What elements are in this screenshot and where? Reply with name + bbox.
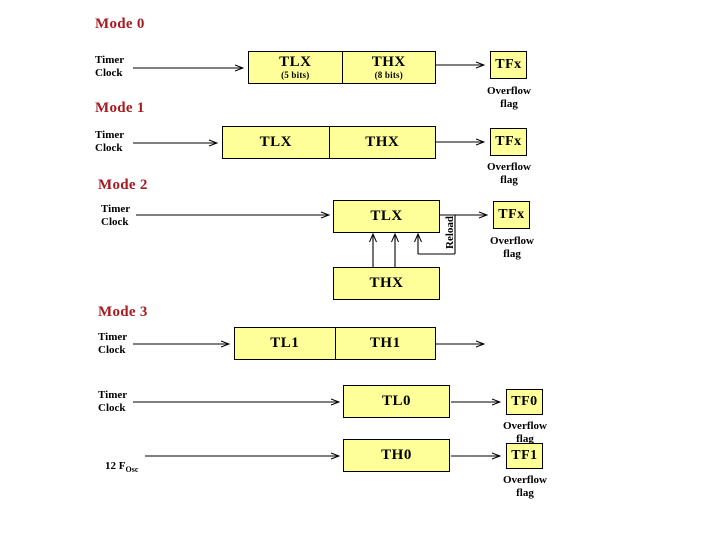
- mode-1-clock-label: Timer Clock: [95, 129, 125, 154]
- mode-1-register-pair: TLX THX: [222, 126, 436, 159]
- mode-0-register-thx-name: THX: [371, 53, 406, 70]
- mode-0-heading: Mode 0: [95, 16, 145, 32]
- mode-3-overflow-flag-tf0-name: TF0: [511, 393, 538, 409]
- mode-3-register-th0-name: TH0: [381, 446, 412, 463]
- mode-3-overflow-flag-tf1-name: TF1: [511, 447, 538, 463]
- mode-1-register-thx: THX: [328, 127, 436, 158]
- mode-0-clock-label: Timer Clock: [95, 54, 125, 79]
- mode-3-register-tl0-box: TL0: [343, 385, 450, 418]
- mode-2-register-tlx-box: TLX: [333, 200, 440, 233]
- mode-2-reload-label: Reload: [444, 216, 456, 249]
- mode-3-row-3-clock-main: 12 F: [105, 459, 126, 472]
- mode-0-register-thx-bits: (8 bits): [374, 69, 403, 80]
- mode-3-register-th0-box: TH0: [343, 439, 450, 472]
- mode-0-overflow-flag-name: TFx: [495, 56, 522, 72]
- mode-0-register-tlx: TLX (5 bits): [249, 52, 342, 83]
- mode-2-register-thx-name: THX: [369, 274, 404, 291]
- mode-0-register-tlx-bits: (5 bits): [281, 69, 310, 80]
- mode-1-overflow-flag-name: TFx: [495, 133, 522, 149]
- mode-3-row-3-clock-label: 12 FOsc: [105, 447, 138, 474]
- mode-3-register-th1: TH1: [334, 328, 436, 359]
- mode-3-row-3-clock-subscript: Osc: [125, 464, 139, 474]
- mode-0-overflow-flag-caption: Overflow flag: [487, 85, 531, 110]
- mode-0-register-thx: THX (8 bits): [341, 52, 436, 83]
- mode-1-overflow-flag-box: TFx: [490, 128, 527, 156]
- mode-1-heading: Mode 1: [95, 100, 145, 116]
- mode-3-row-2-clock-label: Timer Clock: [98, 389, 128, 414]
- mode-1-register-thx-name: THX: [365, 133, 400, 150]
- mode-3-overflow-flag-tf0-box: TF0: [506, 389, 543, 415]
- mode-2-register-thx-box: THX: [333, 267, 440, 300]
- mode-3-row-1-register-pair: TL1 TH1: [234, 327, 436, 360]
- mode-1-register-tlx-name: TLX: [259, 133, 292, 150]
- mode-1-overflow-flag-caption: Overflow flag: [487, 161, 531, 186]
- mode-3-register-tl0-name: TL0: [381, 392, 411, 409]
- mode-1-register-tlx: TLX: [223, 127, 329, 158]
- mode-0-register-pair: TLX (5 bits) THX (8 bits): [248, 51, 436, 84]
- mode-3-overflow-flag-tf0-caption: Overflow flag: [503, 420, 547, 445]
- mode-2-overflow-flag-box: TFx: [493, 201, 530, 229]
- mode-2-overflow-flag-caption: Overflow flag: [490, 235, 534, 260]
- mode-2-clock-label: Timer Clock: [101, 203, 131, 228]
- mode-3-overflow-flag-tf1-box: TF1: [506, 443, 543, 469]
- mode-0-overflow-flag-box: TFx: [490, 51, 527, 79]
- mode-3-register-tl1-name: TL1: [270, 334, 300, 351]
- mode-3-register-tl1: TL1: [235, 328, 335, 359]
- mode-2-register-tlx-name: TLX: [370, 207, 403, 224]
- mode-3-overflow-flag-tf1-caption: Overflow flag: [503, 474, 547, 499]
- mode-3-heading: Mode 3: [98, 304, 148, 320]
- mode-3-register-th1-name: TH1: [369, 334, 401, 351]
- mode-2-heading: Mode 2: [98, 177, 148, 193]
- mode-2-overflow-flag-name: TFx: [498, 206, 525, 222]
- mode-3-row-1-clock-label: Timer Clock: [98, 331, 128, 356]
- mode-0-register-tlx-name: TLX: [279, 53, 312, 70]
